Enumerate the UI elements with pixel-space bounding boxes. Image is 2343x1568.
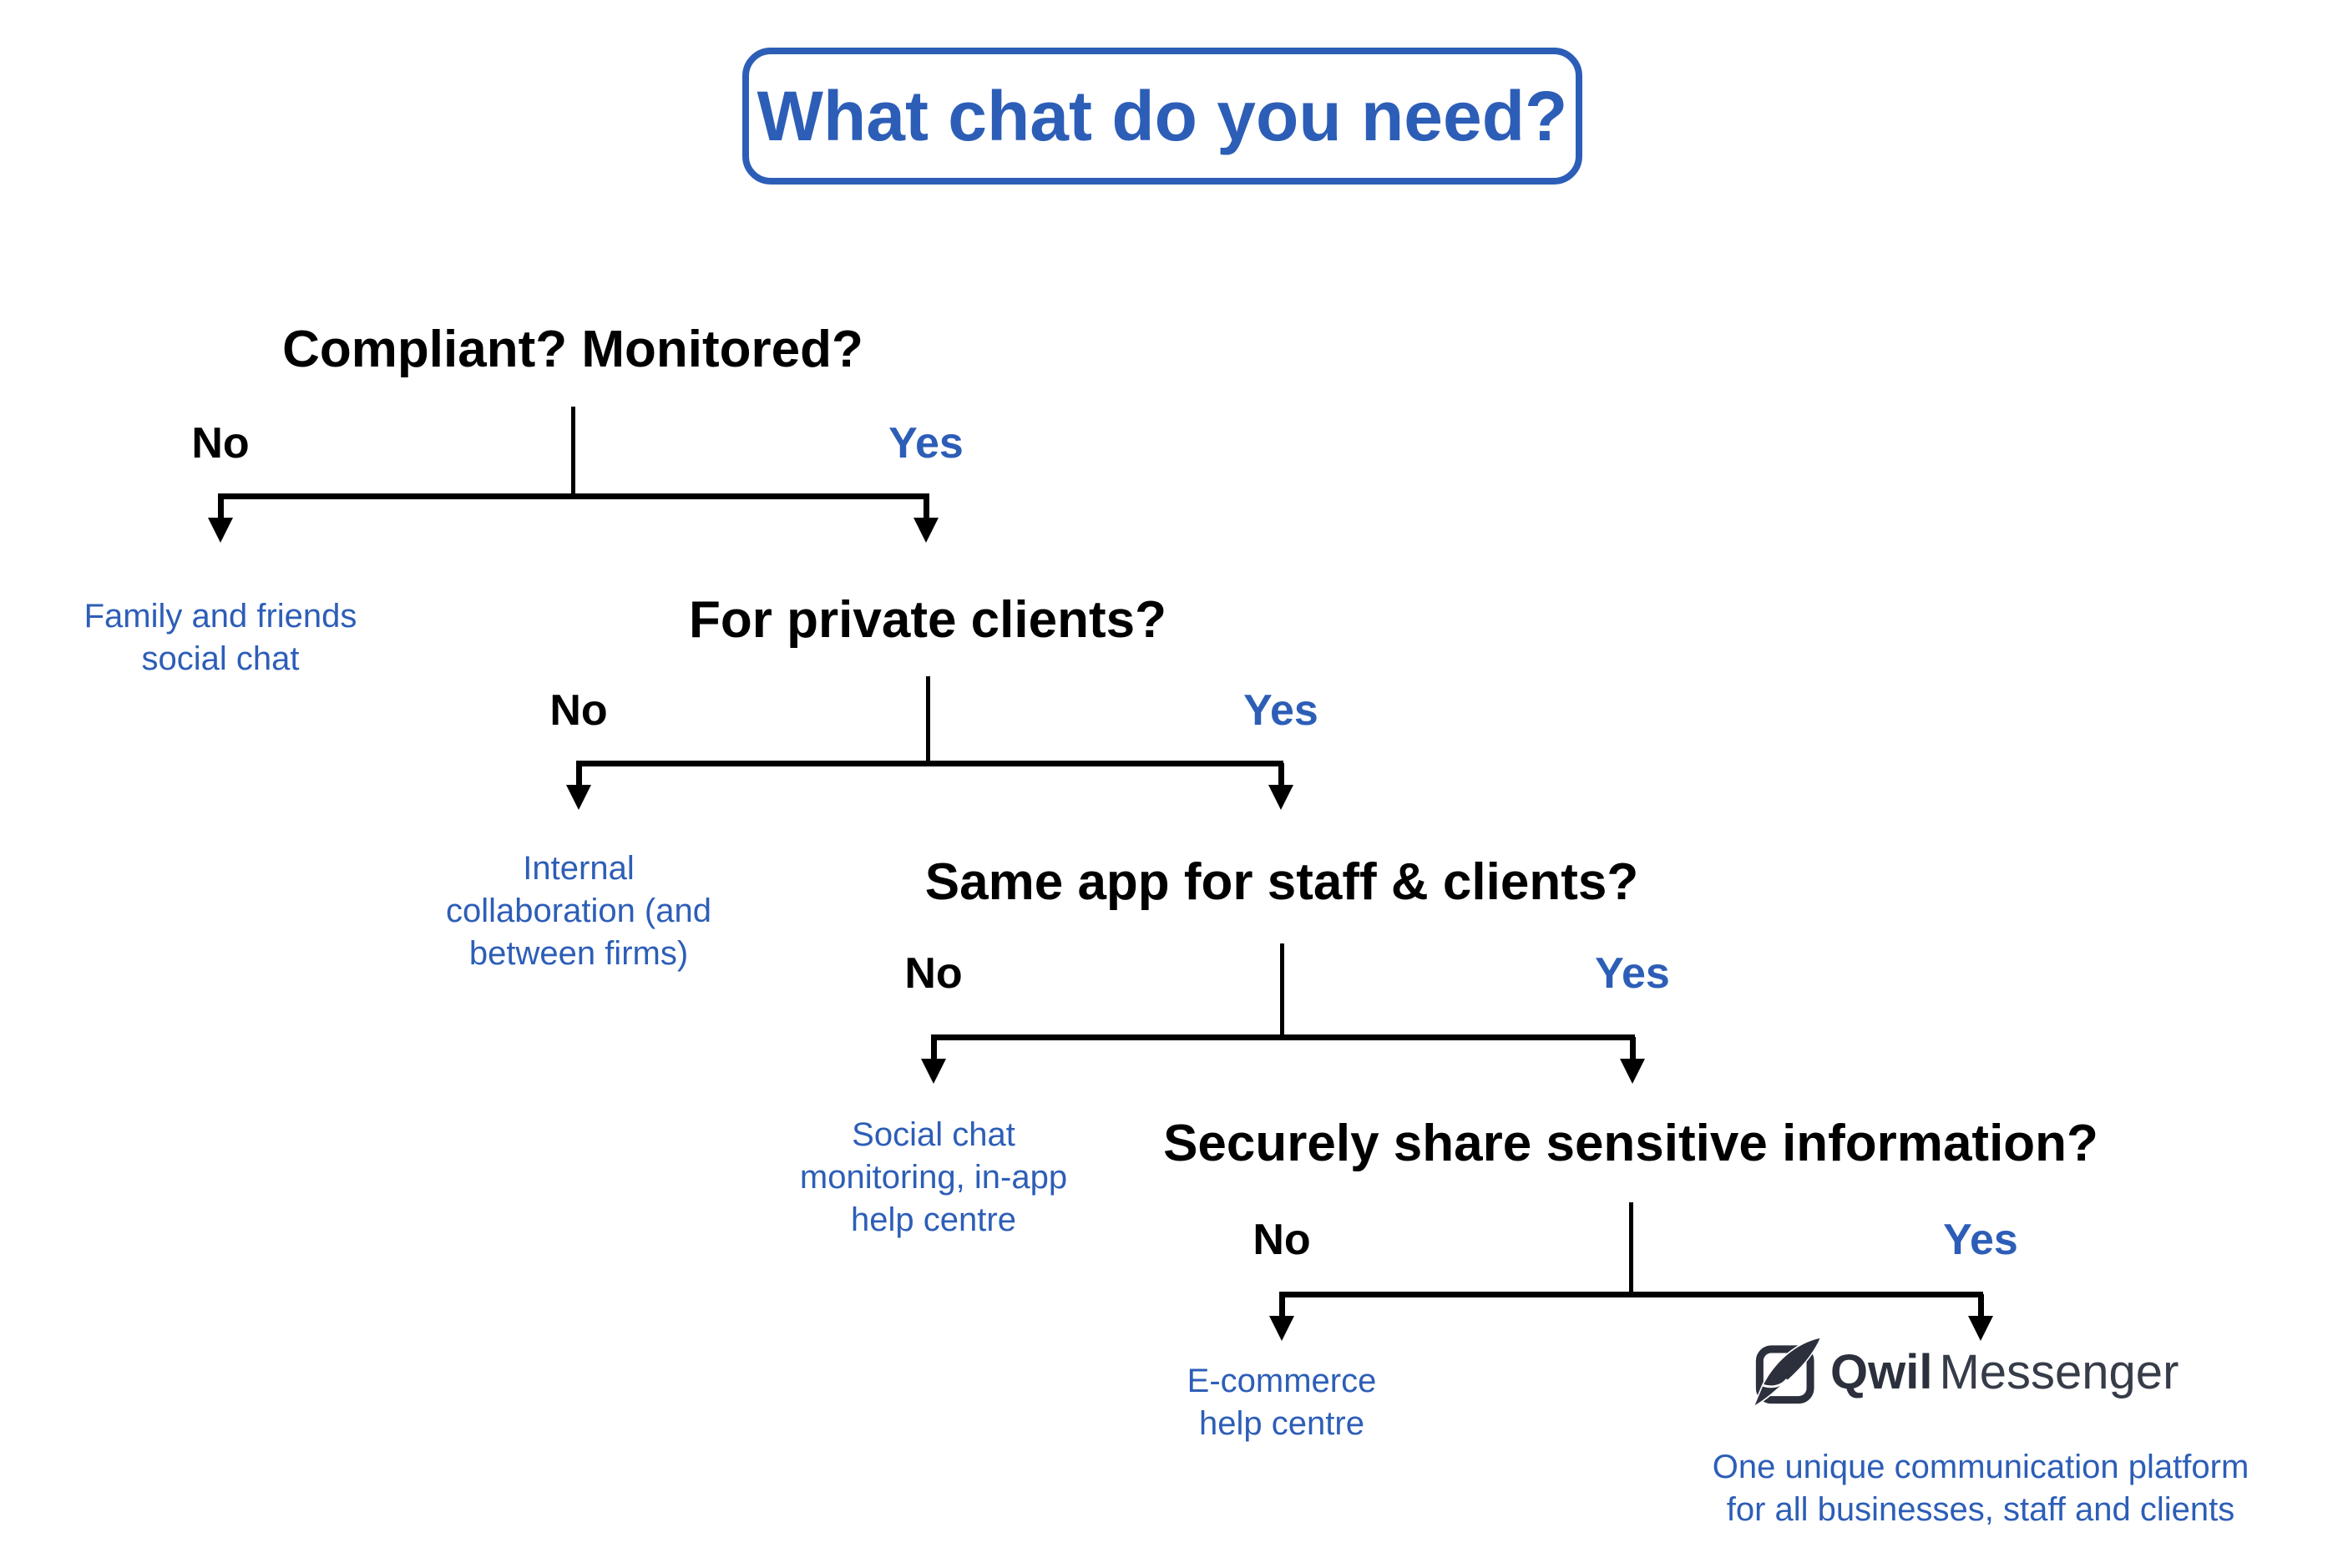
result-line: collaboration (and — [446, 893, 711, 929]
arrow-stem — [924, 496, 929, 519]
arrow-stem — [1279, 1294, 1285, 1318]
branch-no-label: No — [549, 686, 608, 735]
arrow-down-icon — [921, 1059, 946, 1084]
arrow-stem — [1630, 1037, 1636, 1060]
branch-no-label: No — [1252, 1216, 1311, 1264]
brand-name-bold: Qwil — [1830, 1344, 1933, 1399]
arrow-down-icon — [913, 518, 939, 543]
brand-name-light: Messenger — [1939, 1344, 2179, 1399]
title-box: What chat do you need? — [742, 48, 1582, 185]
stem-line — [926, 676, 930, 766]
arrow-down-icon — [208, 518, 233, 543]
arrow-down-icon — [1968, 1316, 1993, 1341]
arrow-down-icon — [1269, 1316, 1294, 1341]
branch-yes-label: Yes — [888, 419, 964, 468]
branch-line — [576, 761, 1283, 766]
quill-icon — [1753, 1338, 1822, 1406]
arrow-stem — [218, 496, 224, 519]
question-same-app: Same app for staff & clients? — [924, 853, 1639, 911]
branch-line — [218, 493, 929, 499]
branch-no-label: No — [191, 419, 250, 468]
result-line: E-commerce — [1187, 1363, 1377, 1399]
arrow-down-icon — [566, 785, 591, 810]
arrow-stem — [1978, 1294, 1984, 1318]
stem-line — [1629, 1202, 1633, 1297]
arrow-stem — [576, 763, 582, 787]
result-line: Family and friends — [83, 598, 357, 635]
tagline: One unique communication platform for al… — [1613, 1446, 2343, 1531]
result-line: help centre — [851, 1201, 1016, 1238]
result-line: Social chat — [852, 1116, 1015, 1153]
arrow-stem — [1278, 763, 1284, 787]
branch-line — [931, 1034, 1635, 1040]
result-ecommerce-help-centre: E-commerce help centre — [1065, 1360, 1499, 1445]
result-family-social-chat: Family and friends social chat — [3, 595, 438, 680]
question-compliant-monitored: Compliant? Monitored? — [282, 321, 863, 378]
result-internal-collaboration: Internal collaboration (and between firm… — [362, 847, 796, 975]
branch-yes-label: Yes — [1243, 686, 1318, 735]
question-securely-share: Securely share sensitive information? — [1163, 1115, 2098, 1172]
page-title: What chat do you need? — [757, 76, 1568, 155]
branch-no-label: No — [904, 949, 963, 998]
result-line: between firms) — [468, 935, 689, 972]
branch-yes-label: Yes — [1943, 1216, 2018, 1264]
result-social-chat-monitoring: Social chat monitoring, in-app help cent… — [716, 1114, 1151, 1242]
stem-line — [571, 407, 575, 499]
result-line: help centre — [1199, 1405, 1364, 1442]
stem-line — [1280, 943, 1284, 1040]
branch-line — [1279, 1292, 1983, 1297]
result-line: monitoring, in-app — [799, 1159, 1068, 1196]
result-line: Internal — [523, 850, 635, 887]
branch-yes-label: Yes — [1595, 949, 1670, 998]
tagline-line: One unique communication platform — [1712, 1449, 2249, 1485]
arrow-down-icon — [1268, 785, 1293, 810]
arrow-stem — [931, 1037, 937, 1060]
result-line: social chat — [141, 640, 300, 677]
qwil-messenger-logo: Qwil Messenger — [1753, 1337, 2179, 1407]
arrow-down-icon — [1620, 1059, 1645, 1084]
tagline-line: for all businesses, staff and clients — [1726, 1491, 2235, 1528]
question-private-clients: For private clients? — [689, 591, 1166, 649]
